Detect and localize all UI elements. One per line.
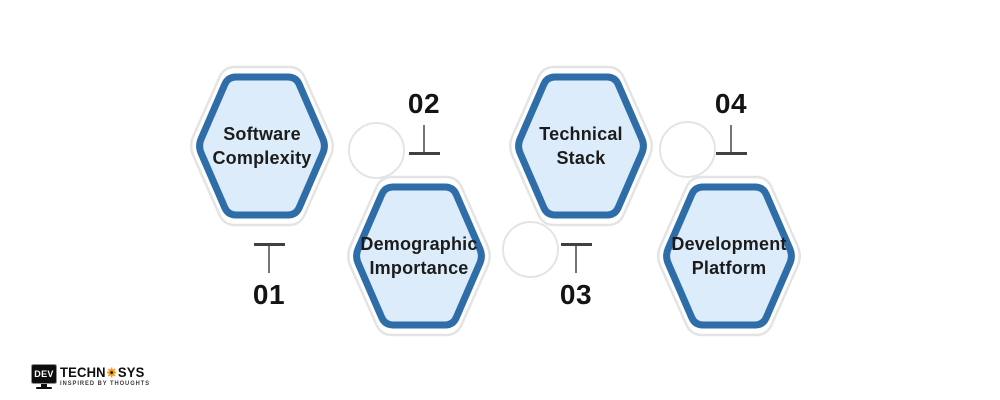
step-number: 03 [559, 279, 593, 310]
marker-line [267, 246, 271, 273]
logo-name-prefix: TECHN [60, 364, 106, 380]
hexagon-label-line1: Software [223, 124, 301, 144]
step-number-marker-04: 04 [699, 89, 763, 155]
logo-name-suffix: SYS [117, 364, 145, 380]
step-number: 02 [407, 88, 441, 119]
monitor-base [36, 386, 52, 389]
hexagon-label: Technical Stack [506, 65, 656, 227]
marker-line [422, 125, 426, 152]
dev-technosys-logo: DEV TECHN SYS INSPI [31, 364, 157, 389]
step-number-marker-01: 01 [237, 243, 301, 310]
step-number: 04 [714, 88, 748, 119]
hexagon-label-line1: Technical [539, 124, 623, 144]
hexagon-step-4: Development Platform [654, 175, 804, 337]
hexagon-label-line2: Stack [556, 148, 606, 168]
marker-tick [408, 152, 440, 155]
hexagon-label-line2: Importance [369, 258, 469, 278]
hexagon-label-line1: Development [671, 234, 787, 254]
marker-tick [560, 243, 592, 246]
step-number-marker-03: 03 [544, 243, 608, 310]
hexagon-step-1: Software Complexity [187, 65, 337, 227]
hexagon-label-line2: Complexity [212, 148, 312, 168]
marker-tick [253, 243, 285, 246]
marker-line [729, 125, 733, 152]
hexagon-shape [190, 65, 334, 227]
hexagon-shape [347, 175, 491, 337]
hexagon-label: Development Platform [654, 175, 804, 337]
connector-arc-3-4 [659, 121, 716, 178]
hexagon-label-line1: Demographic [360, 234, 478, 254]
hexagon-shape [509, 65, 653, 227]
connector-arc-2-3 [502, 221, 559, 278]
logo-name: TECHN SYS [60, 365, 150, 379]
hexagon-step-2: Demographic Importance [344, 175, 494, 337]
logo-monitor-text: DEV [34, 369, 54, 379]
step-number: 01 [252, 279, 286, 310]
marker-tick [715, 152, 747, 155]
monitor-icon: DEV [31, 364, 57, 389]
monitor-screen: DEV [31, 364, 57, 384]
hexagon-label: Demographic Importance [344, 175, 494, 337]
connector-arc-1-2 [348, 122, 405, 179]
monitor-stand [41, 384, 47, 387]
hexagon-label-line2: Platform [691, 258, 767, 278]
step-number-marker-02: 02 [392, 89, 456, 155]
logo-tagline: INSPIRED BY THOUGHTS [60, 380, 151, 387]
hexagon-step-3: Technical Stack [506, 65, 656, 227]
hexagon-label: Software Complexity [187, 65, 337, 227]
marker-line [574, 246, 578, 273]
hexagon-shape [657, 175, 801, 337]
logo-wordmark: TECHN SYS INSPIRED BY THOUGHTS [60, 365, 157, 387]
gear-icon [107, 367, 117, 377]
